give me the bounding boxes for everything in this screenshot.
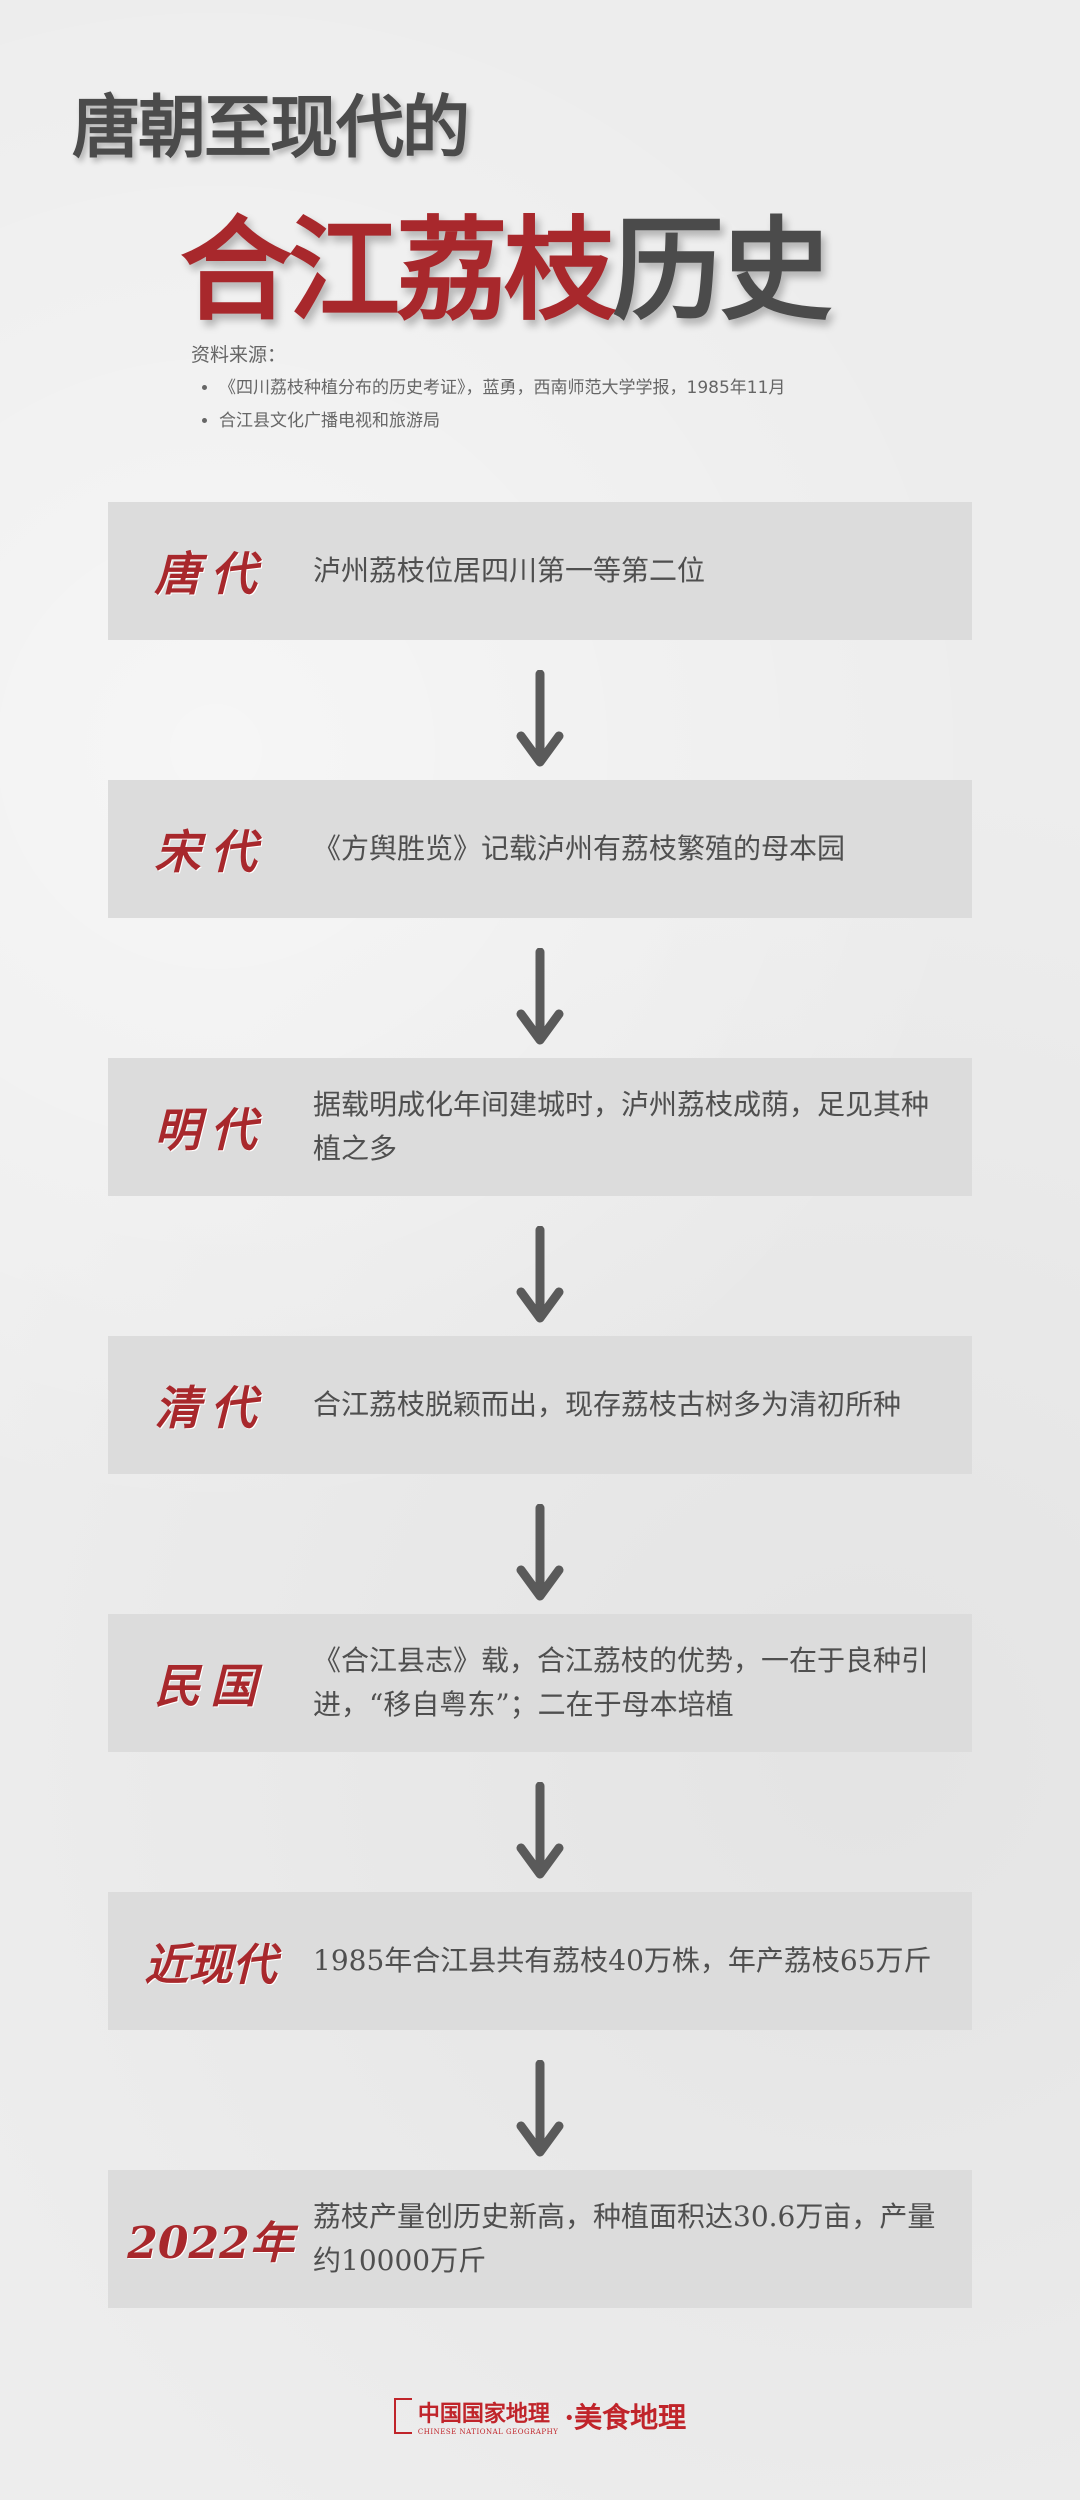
sources-heading: 资料来源： (191, 344, 287, 366)
era-text: 据载明成化年间建城时，泸州荔枝成荫，足见其种植之多 (313, 1088, 930, 1165)
era-text: 合江荔枝脱颖而出，现存荔枝古树多为清初所种 (313, 1388, 902, 1421)
era-text: 《方舆胜览》记载泸州有荔枝繁殖的母本园 (313, 832, 846, 865)
logo-en: CHINESE NATIONAL GEOGRAPHY (417, 2428, 559, 2436)
arrow-down-icon (515, 2059, 565, 2160)
title-suffix: 历史 (612, 206, 832, 336)
era-text: 泸州荔枝位居四川第一等第二位 (313, 554, 706, 587)
era-label: 宋代 (154, 825, 267, 879)
timeline-item: 清代 合江荔枝脱颖而出，现存荔枝古树多为清初所种 (108, 1336, 972, 1474)
arrow-down-icon (515, 947, 565, 1048)
sources: 资料来源： 《四川荔枝种植分布的历史考证》，蓝勇，西南师范大学学报，1985年1… (191, 340, 785, 439)
source-item: 《四川荔枝种植分布的历史考证》，蓝勇，西南师范大学学报，1985年11月 (219, 373, 785, 398)
timeline-item: 2022年荔枝产量创历史新高，种植面积达30.6万亩，产量约10000万斤 (108, 2170, 972, 2308)
timeline-item: 近现代 1985年合江县共有荔枝40万株，年产荔枝65万斤 (108, 1892, 972, 2030)
era-label: 2022年 (127, 2218, 294, 2269)
era-label: 近现代 (144, 1940, 277, 1991)
arrow-down-icon (515, 1781, 565, 1882)
logo-sub: ·美食地理 (564, 2401, 687, 2434)
logo-cn: 中国国家地理 (417, 2401, 550, 2427)
arrow-down-icon (515, 669, 565, 770)
era-text: 《合江县志》载，合江荔枝的优势，一在于良种引进，“移自粤东”；二在于母本培植 (313, 1644, 930, 1721)
title-line1: 唐朝至现代的 (72, 89, 470, 168)
era-text: 荔枝产量创历史新高，种植面积达30.6万亩，产量约10000万斤 (313, 2200, 936, 2277)
era-text: 1985年合江县共有荔枝40万株，年产荔枝65万斤 (313, 1944, 932, 1977)
timeline-item: 明代据载明成化年间建城时，泸州荔枝成荫，足见其种植之多 (108, 1058, 972, 1196)
source-item: 合江县文化广播电视和旅游局 (219, 406, 785, 431)
era-label: 民国 (154, 1659, 267, 1713)
era-label: 明代 (154, 1103, 267, 1157)
era-label: 清代 (154, 1381, 267, 1435)
title-highlight: 合江荔枝 (180, 206, 616, 336)
timeline-item: 宋代 《方舆胜览》记载泸州有荔枝繁殖的母本园 (108, 780, 972, 918)
arrow-down-icon (515, 1225, 565, 1326)
logo-frame-icon (393, 2398, 412, 2434)
era-label: 唐代 (154, 547, 267, 601)
timeline-item: 民国《合江县志》载，合江荔枝的优势，一在于良种引进，“移自粤东”；二在于母本培植 (108, 1614, 972, 1752)
timeline-item: 唐代 泸州荔枝位居四川第一等第二位 (108, 502, 972, 640)
arrow-down-icon (515, 1503, 565, 1604)
title-line2: 合江荔枝历史 (180, 180, 832, 342)
footer-logo: 中国国家地理 CHINESE NATIONAL GEOGRAPHY ·美食地理 (0, 2396, 1080, 2436)
